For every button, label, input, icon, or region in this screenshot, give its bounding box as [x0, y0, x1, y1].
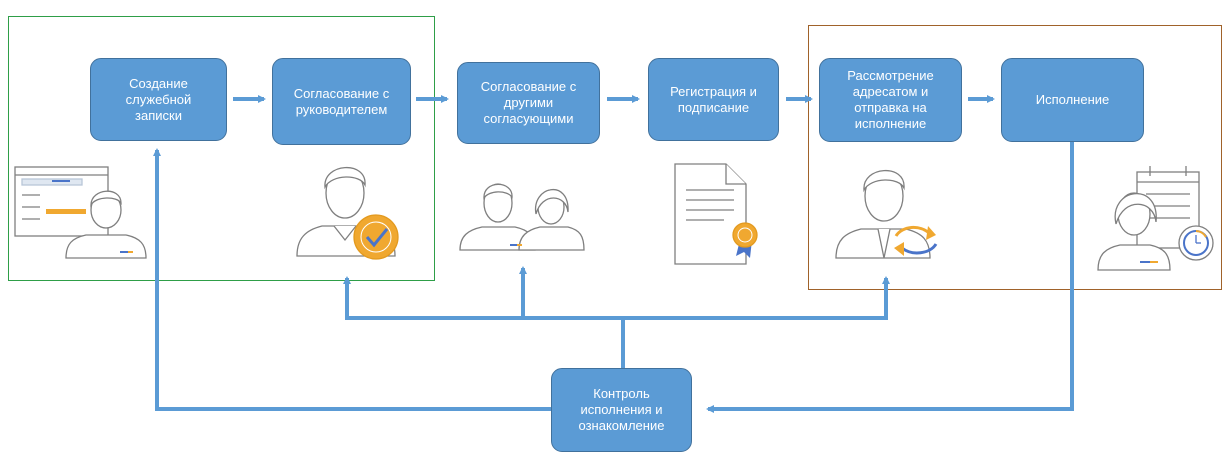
step-execution[interactable]: Исполнение [1001, 58, 1144, 142]
step-manager-approval[interactable]: Согласование с руководителем [272, 58, 411, 145]
author-with-form-icon [14, 166, 147, 259]
arrow-control-to-addressee [623, 276, 890, 320]
step-review-dispatch[interactable]: Рассмотрение адресатом и отправка на исп… [819, 58, 962, 142]
arrow-control-to-approvers [343, 276, 625, 368]
execution-group-frame [808, 25, 1222, 290]
step-registration[interactable]: Регистрация и подписание [648, 58, 779, 141]
step-control[interactable]: Контроль исполнения и ознакомление [551, 368, 692, 452]
executor-deadline-icon [1097, 166, 1214, 271]
addressee-forward-icon [835, 169, 938, 259]
initiation-group-frame [8, 16, 435, 281]
arrow-execution-to-control [706, 142, 1074, 413]
manager-approved-icon [296, 166, 399, 260]
arrow-control-to-create [153, 148, 551, 411]
step-create-memo[interactable]: Создание служебной записки [90, 58, 227, 141]
approvers-group-icon [459, 183, 585, 251]
step-other-approvals[interactable]: Согласование с другими согласующими [457, 62, 600, 144]
signed-document-icon [674, 163, 758, 265]
